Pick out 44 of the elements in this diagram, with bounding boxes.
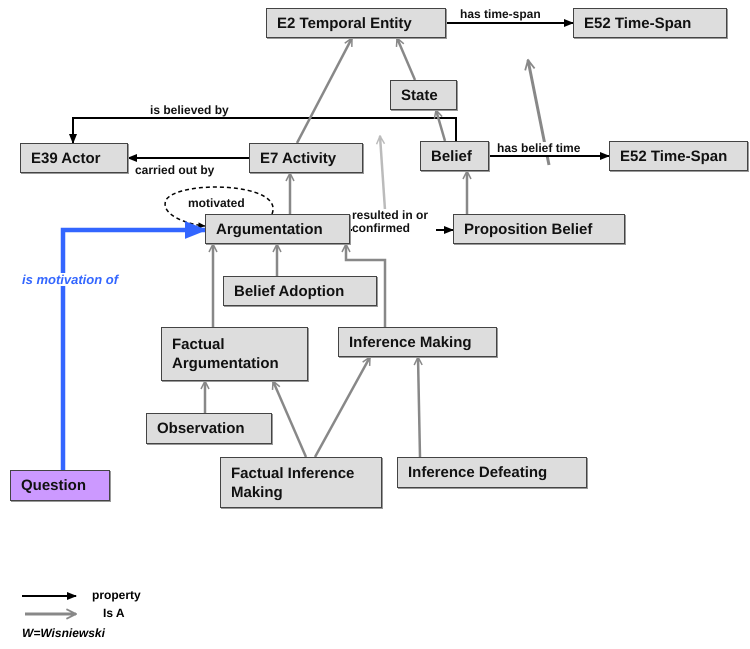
class-box: Belief [420, 141, 489, 171]
edge-label: resulted in or confirmed [352, 209, 436, 235]
author-note: W=Wisniewski [22, 626, 105, 640]
class-box: Proposition Belief [453, 214, 625, 244]
property-arrow [69, 117, 457, 144]
is-a-arrow [462, 170, 472, 214]
is-a-arrow [296, 37, 354, 144]
class-box: E52 Time-Span [573, 8, 727, 38]
class-box: Argumentation [205, 214, 350, 244]
edge-label: is motivation of [22, 273, 118, 286]
class-box: E39 Actor [20, 143, 128, 173]
property-arrow [60, 221, 208, 470]
is-a-arrow [200, 380, 210, 413]
edge-label: is believed by [150, 104, 229, 117]
class-box: Factual Argumentation [161, 327, 308, 381]
is-a-arrow [314, 356, 372, 458]
class-box: Observation [146, 413, 272, 444]
is-a-arrow [413, 356, 423, 458]
self-loop-arrow [164, 186, 274, 228]
is-a-arrow [272, 243, 282, 276]
class-box: E7 Activity [249, 143, 363, 173]
class-box: Factual Inference Making [220, 457, 382, 508]
class-box: E52 Time-Span [609, 141, 748, 171]
edge-label: has belief time [497, 142, 580, 155]
property-arrow [446, 19, 574, 27]
class-box: E2 Temporal Entity [266, 8, 446, 38]
is-a-arrow [208, 243, 218, 327]
class-box: State [390, 80, 457, 110]
is-a-arrow [434, 109, 446, 142]
legend-label: property [92, 588, 141, 602]
is-a-arrow [272, 380, 308, 458]
edge-label: has time-span [460, 8, 541, 21]
is-a-arrow [396, 37, 416, 80]
property-arrow [489, 152, 610, 160]
class-box: Question [10, 470, 110, 501]
edge-label: carried out by [135, 164, 214, 177]
is-a-arrow [341, 243, 386, 327]
class-box: Belief Adoption [223, 276, 377, 306]
legend-label: Is A [103, 606, 125, 620]
is-a-arrow [285, 172, 295, 214]
edge-label: motivated [188, 197, 245, 210]
class-box: Inference Making [338, 327, 497, 357]
class-box: Inference Defeating [397, 457, 587, 488]
property-arrow [127, 154, 249, 162]
